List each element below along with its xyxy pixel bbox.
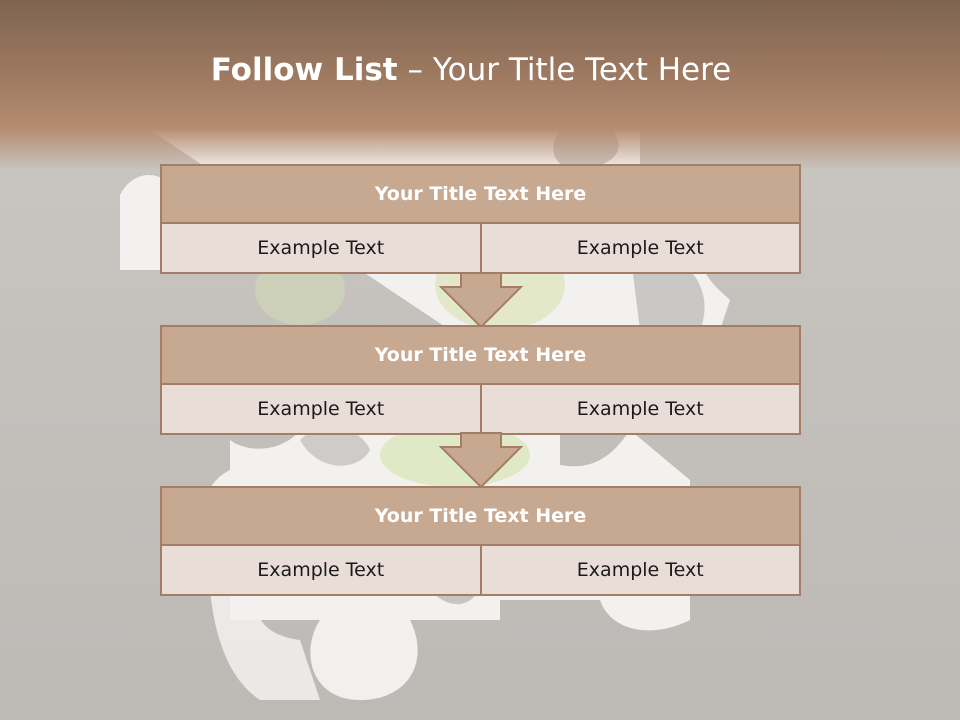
step-text-right: Example Text xyxy=(479,224,800,272)
step-block-1: Your Title Text Here Example Text Exampl… xyxy=(160,164,801,274)
slide-title-rest: – Your Title Text Here xyxy=(397,52,732,88)
slide-title: Follow List – Your Title Text Here xyxy=(0,52,942,88)
step-title: Your Title Text Here xyxy=(162,327,799,385)
slide-title-bold: Follow List xyxy=(210,52,398,88)
step-text-left: Example Text xyxy=(257,559,385,581)
step-row: Example Text Example Text xyxy=(162,546,799,594)
step-title: Your Title Text Here xyxy=(162,488,799,546)
step-row: Example Text Example Text xyxy=(162,385,799,433)
header-band xyxy=(0,0,960,170)
step-text-right: Example Text xyxy=(479,546,800,594)
down-arrow-icon xyxy=(439,272,523,329)
step-text-left: Example Text xyxy=(257,237,385,259)
step-title: Your Title Text Here xyxy=(162,166,799,224)
step-row: Example Text Example Text xyxy=(162,224,799,272)
down-arrow-icon xyxy=(439,432,523,489)
step-text-left: Example Text xyxy=(257,398,385,420)
step-block-2: Your Title Text Here Example Text Exampl… xyxy=(160,325,801,435)
step-block-3: Your Title Text Here Example Text Exampl… xyxy=(160,486,801,596)
step-text-right: Example Text xyxy=(479,385,800,433)
